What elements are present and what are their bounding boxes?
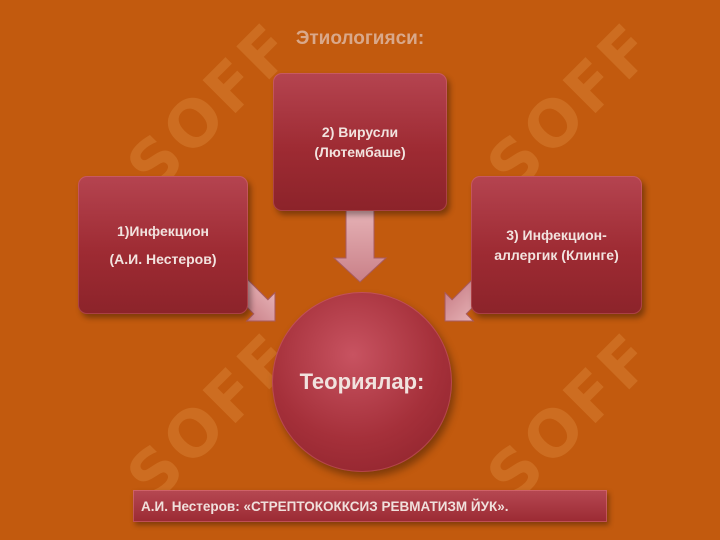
- circle-label: Теориялар:: [299, 369, 425, 394]
- box-line-2: (Лютембаше): [314, 144, 406, 160]
- arrow-down-icon: [332, 209, 388, 283]
- box-line-2: аллергик (Клинге): [494, 247, 619, 263]
- theory-box-allergic: 3) Инфекцион- аллергик (Клинге): [471, 176, 642, 314]
- box-line-1: 1)Инфекцион: [116, 223, 210, 239]
- footer-text: А.И. Нестеров: «СТРЕПТОКОККСИЗ РЕВМАТИЗМ…: [141, 498, 509, 514]
- box-line-1: 2) Вирусли: [321, 124, 399, 140]
- box-line-1: 3) Инфекцион-: [506, 227, 607, 243]
- theories-circle: Теориялар:: [272, 292, 452, 472]
- theory-box-infectious: 1)Инфекцион (А.И. Нестеров): [78, 176, 248, 314]
- footer-banner: А.И. Нестеров: «СТРЕПТОКОККСИЗ РЕВМАТИЗМ…: [133, 490, 607, 522]
- theory-box-viral: 2) Вирусли (Лютембаше): [273, 73, 447, 211]
- slide-title: Этиологияси:: [295, 28, 425, 49]
- box-line-2: (А.И. Нестеров): [109, 251, 217, 267]
